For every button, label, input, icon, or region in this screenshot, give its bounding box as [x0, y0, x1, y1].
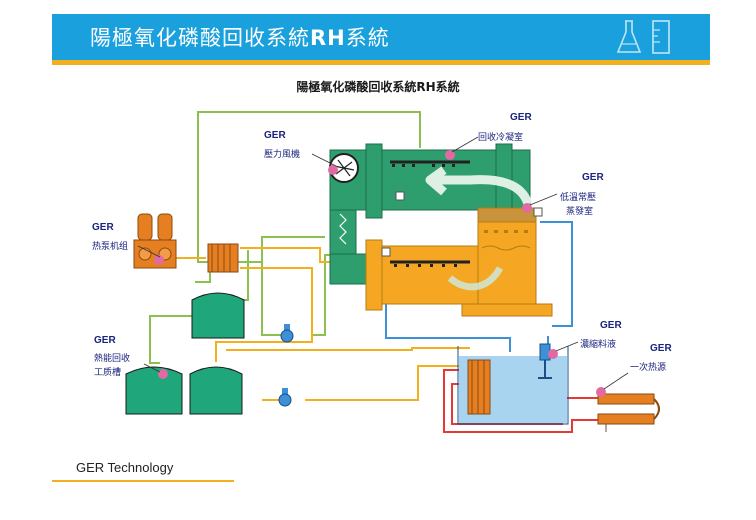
tank-lower [189, 366, 243, 415]
return-flow-arrow [447, 266, 504, 291]
header-bar: 陽極氧化磷酸回收系統RH系統 [52, 14, 710, 60]
tank-heat-recovery [125, 366, 183, 415]
flask-icon [616, 20, 642, 53]
header-accent-line [52, 60, 710, 65]
primary-heat-brand: GER [650, 343, 672, 354]
diagram-title: 陽極氧化磷酸回收系統RH系統 [296, 80, 460, 94]
primary-heat-source [597, 393, 660, 432]
evaporator-brand: GER [582, 172, 604, 183]
blower-label: 壓力風機 [264, 148, 300, 160]
heat-recovery-label-line1: 熱能回收 [94, 352, 130, 364]
heat-pump-brand: GER [92, 222, 114, 233]
sensor-dots [154, 150, 606, 397]
leader-lines [137, 136, 629, 390]
primary-heat-label: 一次热源 [630, 361, 666, 373]
tank-upper [191, 292, 245, 339]
evaporator-label-line2: 蒸發室 [566, 205, 593, 217]
valves [381, 191, 543, 257]
blower-brand: GER [264, 130, 286, 141]
footer-accent-line [52, 480, 234, 482]
pump-upper [280, 324, 294, 343]
heat-exchanger [207, 243, 239, 273]
condenser-brand: GER [510, 112, 532, 123]
heat-recovery-label-line2: 工质槽 [94, 366, 121, 378]
heat-recovery-brand: GER [94, 335, 116, 346]
heat-pump-label: 热泵机组 [92, 240, 128, 252]
beaker-icon [652, 20, 670, 54]
condenser-label: 回收冷凝室 [478, 131, 523, 143]
footer-brand: GER Technology [76, 460, 174, 475]
concentrate-label: 濃縮料液 [580, 338, 616, 350]
concentrate-tank [457, 343, 569, 425]
evaporation-tower [461, 207, 553, 317]
pump-lower [278, 388, 292, 407]
concentrate-brand: GER [600, 320, 622, 331]
page-title: 陽極氧化磷酸回收系統RH系統 [90, 26, 390, 50]
vapor-flow-arrow [425, 166, 533, 206]
evaporator-label-line1: 低溫常壓 [560, 191, 596, 203]
